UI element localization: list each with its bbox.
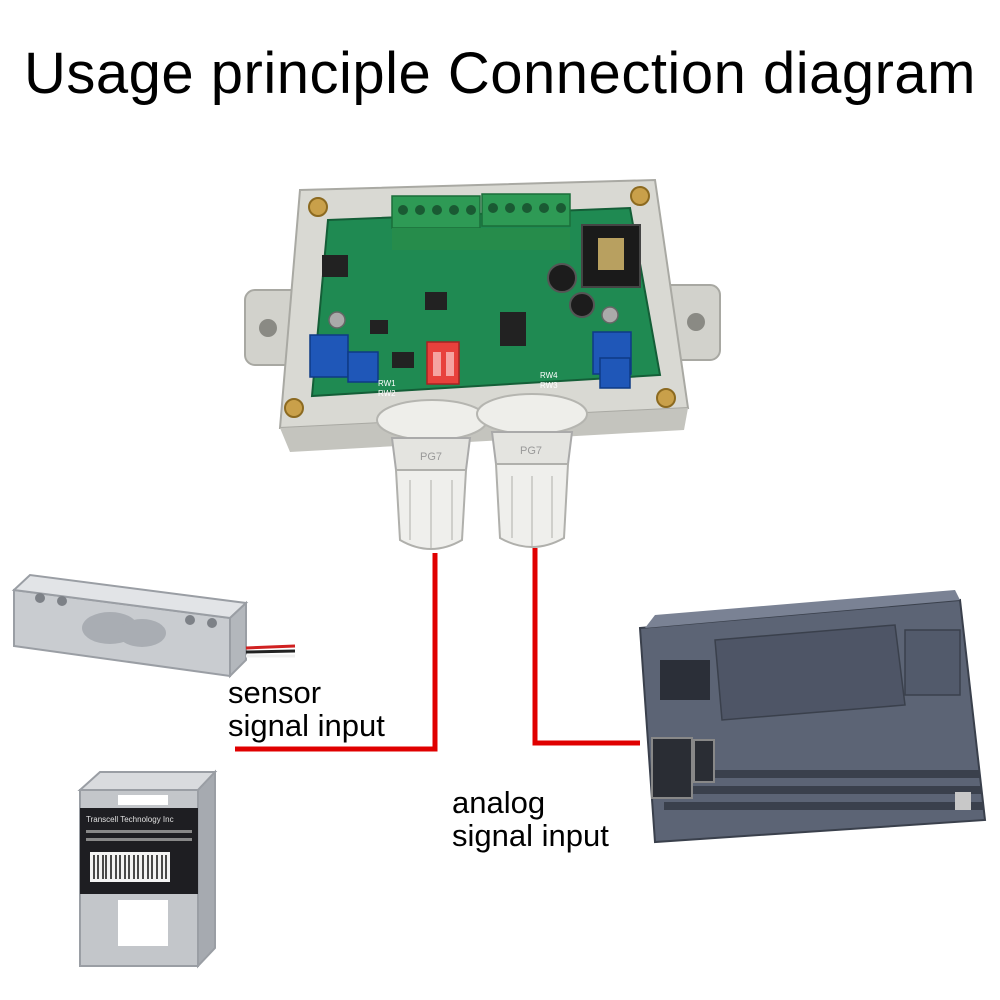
board-marking: RW3: [540, 381, 558, 390]
cable-gland-left: PG7: [390, 437, 472, 550]
plc-switch: [660, 660, 710, 700]
page-title: Usage principle Connection diagram: [24, 41, 976, 106]
plc-mount-tab: [955, 792, 971, 810]
ic-chip: [322, 255, 348, 277]
sensor-signal-input-label: sensor signal input: [228, 676, 385, 742]
corner-screw: [308, 197, 328, 217]
ic-chip: [370, 320, 388, 334]
corner-screw: [630, 186, 650, 206]
analog-label-line1: analog: [452, 785, 546, 820]
wire-sensor-input: [235, 553, 438, 752]
board-marking: RW1: [378, 379, 396, 388]
potentiometer: [309, 334, 349, 378]
gland-base: [376, 399, 488, 441]
wire-analog-output: [532, 548, 640, 746]
voltage-regulator: [598, 238, 624, 270]
board-screw: [601, 306, 619, 324]
board-marking: RW2: [378, 389, 396, 398]
expansion-port: [693, 739, 715, 783]
ic-chip: [392, 352, 414, 368]
ear-hole-right: [687, 313, 705, 331]
plc-controller: [638, 590, 987, 844]
potentiometer: [347, 351, 379, 383]
ic-chip: [500, 312, 526, 346]
s-beam-brand: Transcell Technology Inc: [86, 815, 174, 824]
sensor-label-line2: signal input: [228, 708, 385, 743]
analog-signal-input-label: analog signal input: [452, 786, 609, 852]
db9-port: [651, 737, 693, 799]
gland-base: [476, 393, 588, 435]
analog-label-line2: signal input: [452, 818, 609, 853]
capacitor: [547, 263, 577, 293]
gland-marking: PG7: [420, 451, 442, 463]
corner-screw: [284, 398, 304, 418]
corner-screw: [656, 388, 676, 408]
potentiometer: [599, 357, 631, 389]
terminal-block: [391, 193, 571, 250]
cable-gland-right: PG7: [490, 431, 574, 548]
dip-switch: [426, 341, 460, 385]
ear-hole-left: [259, 319, 277, 337]
capacitor: [569, 292, 595, 318]
ic-chip: [425, 292, 447, 310]
gland-marking: PG7: [520, 445, 542, 457]
board-screw: [328, 311, 346, 329]
sensor-label-line1: sensor: [228, 675, 322, 710]
transmitter-module: RW1 RW2 RW3 RW4 PG7 PG7: [244, 178, 721, 550]
s-beam-slot: [118, 900, 168, 946]
plc-cover: [904, 629, 961, 696]
plc-front-panel: [714, 624, 906, 721]
barcode: [90, 852, 170, 882]
bar-load-cell: [11, 573, 296, 679]
s-beam-load-cell: Transcell Technology Inc: [77, 769, 218, 969]
board-marking: RW4: [540, 371, 558, 380]
